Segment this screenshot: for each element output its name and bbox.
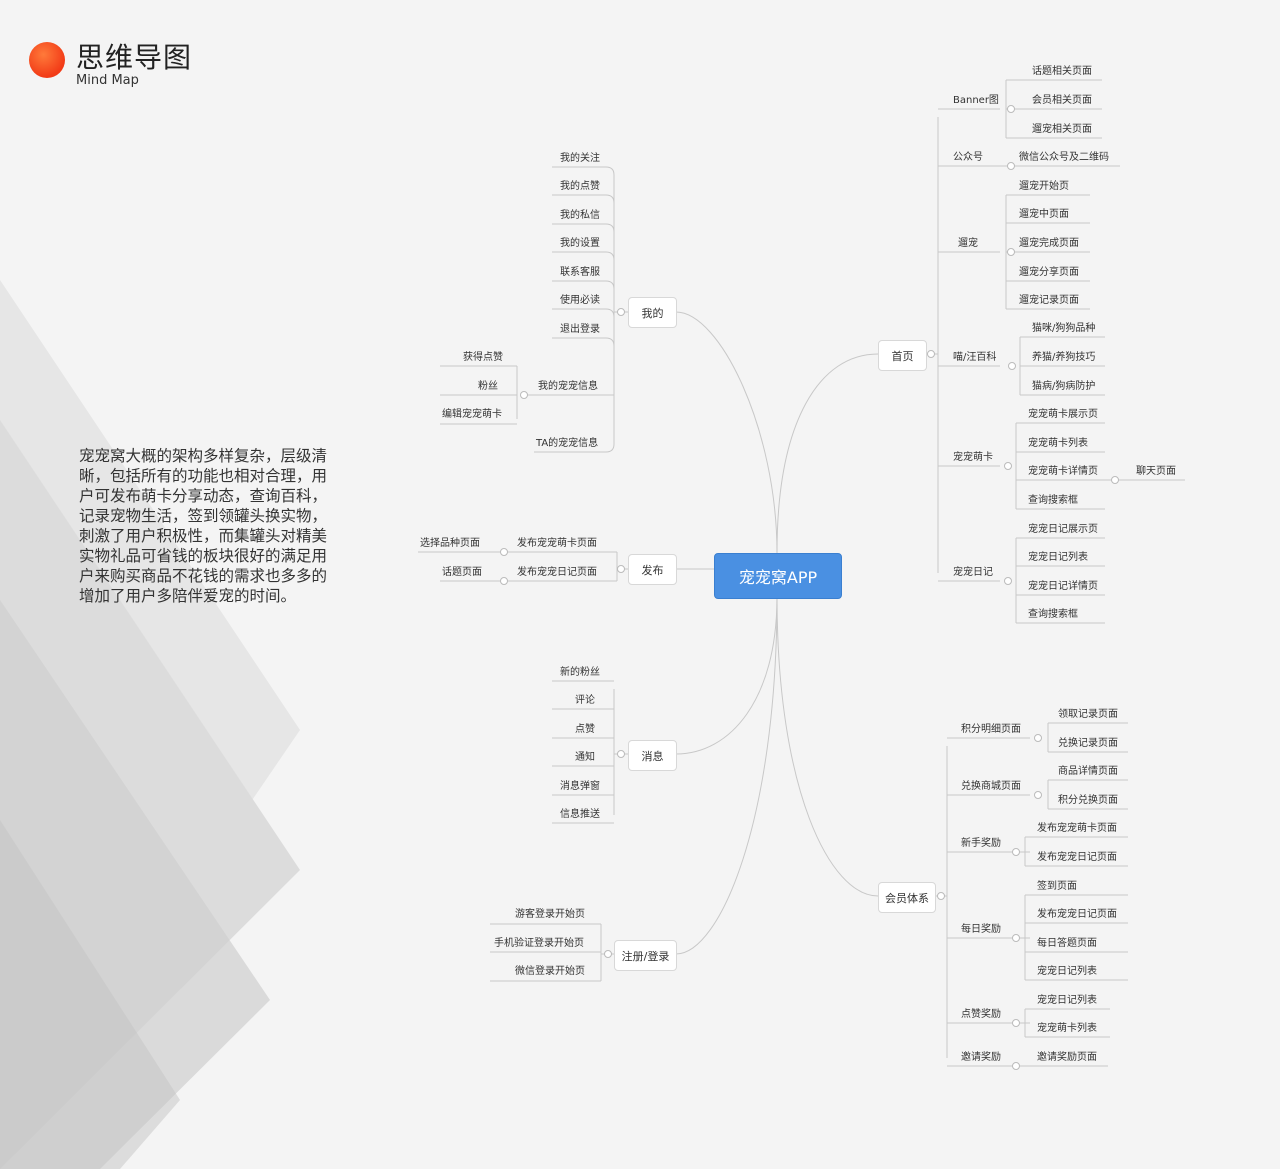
node-huiyuan-leaf[interactable]: 领取记录页面 bbox=[1058, 709, 1118, 720]
node-xiaoxi-item[interactable]: 点赞 bbox=[575, 724, 595, 735]
node-shouye-leaf[interactable]: 宠宠萌卡列表 bbox=[1028, 438, 1088, 449]
page-subtitle: Mind Map bbox=[76, 73, 139, 88]
node-huiyuan-group[interactable]: 点赞奖励 bbox=[961, 1009, 1001, 1020]
node-huiyuan-leaf[interactable]: 发布宠宠日记页面 bbox=[1037, 909, 1117, 920]
node-huiyuan-leaf[interactable]: 积分兑换页面 bbox=[1058, 795, 1118, 806]
node-fabu-item[interactable]: 发布宠宠日记页面 bbox=[517, 567, 597, 578]
node-wode-item[interactable]: 联系客服 bbox=[560, 267, 600, 278]
node-wode-info[interactable]: 我的宠宠信息 bbox=[538, 381, 598, 392]
node-wode-item[interactable]: 我的点赞 bbox=[560, 181, 600, 192]
node-shouye-group[interactable]: 遛宠 bbox=[958, 238, 978, 249]
node-xiaoxi-item[interactable]: 评论 bbox=[575, 695, 595, 706]
node-wode-item[interactable]: 我的私信 bbox=[560, 210, 600, 221]
node-shouye-leaf[interactable]: 宠宠萌卡展示页 bbox=[1028, 409, 1098, 420]
node-huiyuan-leaf[interactable]: 兑换记录页面 bbox=[1058, 738, 1118, 749]
node-shouye-group[interactable]: Banner图 bbox=[953, 95, 999, 106]
node-xiaoxi-item[interactable]: 通知 bbox=[575, 752, 595, 763]
logo-dot-icon bbox=[29, 42, 65, 78]
node-shouye-group[interactable]: 宠宠萌卡 bbox=[953, 452, 993, 463]
node-huiyuan-leaf[interactable]: 商品详情页面 bbox=[1058, 766, 1118, 777]
node-shouye-leaf[interactable]: 猫咪/狗狗品种 bbox=[1032, 323, 1096, 334]
node-huiyuan-leaf[interactable]: 每日答题页面 bbox=[1037, 938, 1097, 949]
node-shouye-leaf[interactable]: 查询搜索框 bbox=[1028, 495, 1078, 506]
node-shouye-leaf[interactable]: 查询搜索框 bbox=[1028, 609, 1078, 620]
node-shouye-leaf[interactable]: 猫病/狗病防护 bbox=[1032, 381, 1096, 392]
node-wode-item[interactable]: 使用必读 bbox=[560, 295, 600, 306]
node-shouye-leaf[interactable]: 遛宠中页面 bbox=[1019, 209, 1069, 220]
branch-fabu[interactable]: 发布 bbox=[628, 554, 677, 585]
node-info-child[interactable]: 粉丝 bbox=[478, 381, 498, 392]
node-huiyuan-leaf[interactable]: 宠宠萌卡列表 bbox=[1037, 1023, 1097, 1034]
node-shouye-extra[interactable]: 聊天页面 bbox=[1136, 466, 1176, 477]
node-fabu-item[interactable]: 发布宠宠萌卡页面 bbox=[517, 538, 597, 549]
node-huiyuan-leaf[interactable]: 发布宠宠日记页面 bbox=[1037, 852, 1117, 863]
node-huiyuan-group[interactable]: 兑换商城页面 bbox=[961, 781, 1021, 792]
node-wode-item[interactable]: 退出登录 bbox=[560, 324, 600, 335]
node-huiyuan-leaf[interactable]: 发布宠宠萌卡页面 bbox=[1037, 823, 1117, 834]
node-shouye-leaf[interactable]: 遛宠开始页 bbox=[1019, 181, 1069, 192]
branch-xiaoxi[interactable]: 消息 bbox=[628, 740, 677, 771]
node-huiyuan-group[interactable]: 每日奖励 bbox=[961, 924, 1001, 935]
node-huiyuan-group[interactable]: 积分明细页面 bbox=[961, 724, 1021, 735]
node-info-child[interactable]: 编辑宠宠萌卡 bbox=[442, 409, 502, 420]
node-shouye-leaf[interactable]: 宠宠萌卡详情页 bbox=[1028, 466, 1098, 477]
node-zhuce-item[interactable]: 微信登录开始页 bbox=[515, 966, 585, 977]
node-xiaoxi-item[interactable]: 新的粉丝 bbox=[560, 667, 600, 678]
node-zhuce-item[interactable]: 手机验证登录开始页 bbox=[494, 938, 584, 949]
node-shouye-leaf[interactable]: 微信公众号及二维码 bbox=[1019, 152, 1109, 163]
node-huiyuan-leaf[interactable]: 邀请奖励页面 bbox=[1037, 1052, 1097, 1063]
node-huiyuan-group[interactable]: 新手奖励 bbox=[961, 838, 1001, 849]
node-huiyuan-group[interactable]: 邀请奖励 bbox=[961, 1052, 1001, 1063]
node-shouye-leaf[interactable]: 宠宠日记展示页 bbox=[1028, 524, 1098, 535]
node-info-child[interactable]: 获得点赞 bbox=[463, 352, 503, 363]
node-wode-ta[interactable]: TA的宠宠信息 bbox=[536, 438, 599, 449]
node-shouye-leaf[interactable]: 养猫/养狗技巧 bbox=[1032, 352, 1096, 363]
branch-huiyuan[interactable]: 会员体系 bbox=[878, 882, 936, 913]
node-xiaoxi-item[interactable]: 信息推送 bbox=[560, 809, 600, 820]
node-shouye-leaf[interactable]: 遛宠分享页面 bbox=[1019, 267, 1079, 278]
node-fabu-child[interactable]: 话题页面 bbox=[442, 567, 482, 578]
description-text: 宠宠窝大概的架构多样复杂，层级清晰，包括所有的功能也相对合理，用户可发布萌卡分享… bbox=[79, 447, 328, 605]
node-shouye-leaf[interactable]: 宠宠日记详情页 bbox=[1028, 581, 1098, 592]
node-zhuce-item[interactable]: 游客登录开始页 bbox=[515, 909, 585, 920]
branch-zhuce[interactable]: 注册/登录 bbox=[614, 940, 677, 971]
node-shouye-leaf[interactable]: 会员相关页面 bbox=[1032, 95, 1092, 106]
node-shouye-group[interactable]: 宠宠日记 bbox=[953, 567, 993, 578]
node-shouye-group[interactable]: 喵/汪百科 bbox=[953, 352, 997, 363]
node-shouye-leaf[interactable]: 遛宠记录页面 bbox=[1019, 295, 1079, 306]
root-node[interactable]: 宠宠窝APP bbox=[714, 553, 842, 599]
node-shouye-group[interactable]: 公众号 bbox=[953, 152, 983, 163]
branch-wode[interactable]: 我的 bbox=[628, 297, 677, 328]
node-shouye-leaf[interactable]: 遛宠相关页面 bbox=[1032, 124, 1092, 135]
node-huiyuan-leaf[interactable]: 宠宠日记列表 bbox=[1037, 966, 1097, 977]
node-shouye-leaf[interactable]: 话题相关页面 bbox=[1032, 66, 1092, 77]
branch-shouye[interactable]: 首页 bbox=[878, 340, 927, 371]
node-huiyuan-leaf[interactable]: 宠宠日记列表 bbox=[1037, 995, 1097, 1006]
node-wode-item[interactable]: 我的设置 bbox=[560, 238, 600, 249]
page-title: 思维导图 bbox=[76, 41, 193, 74]
node-xiaoxi-item[interactable]: 消息弹窗 bbox=[560, 781, 600, 792]
node-fabu-child[interactable]: 选择品种页面 bbox=[420, 538, 480, 549]
node-huiyuan-leaf[interactable]: 签到页面 bbox=[1037, 881, 1077, 892]
node-shouye-leaf[interactable]: 宠宠日记列表 bbox=[1028, 552, 1088, 563]
node-shouye-leaf[interactable]: 遛宠完成页面 bbox=[1019, 238, 1079, 249]
node-wode-item[interactable]: 我的关注 bbox=[560, 153, 600, 164]
